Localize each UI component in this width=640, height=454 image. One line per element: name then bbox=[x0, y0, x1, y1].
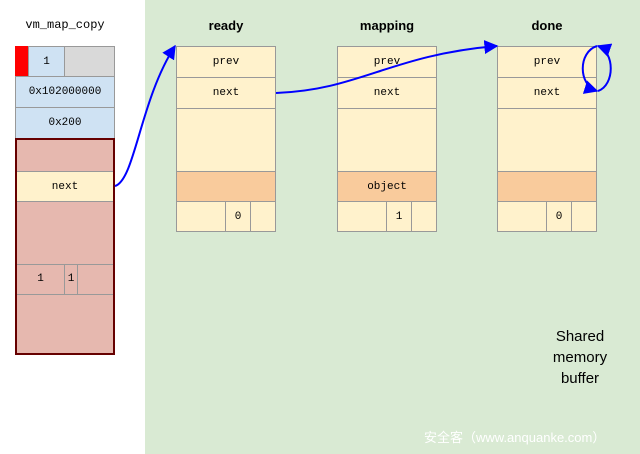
shared-label-line: memory bbox=[552, 349, 608, 366]
index-value: 1 bbox=[387, 202, 412, 231]
vm-map-copy-padding bbox=[64, 46, 115, 77]
body-row-divider bbox=[17, 294, 113, 295]
vm-map-copy-next-field: next bbox=[17, 171, 113, 202]
small-value-cell: 1 bbox=[65, 264, 78, 294]
watermark-text: 安全客（www.anquanke.com） bbox=[424, 430, 606, 445]
arrow-ready-next-to-done bbox=[275, 40, 499, 94]
index-value: 0 bbox=[547, 202, 572, 231]
buffer-header-ready: ready bbox=[208, 18, 244, 33]
object-field: object bbox=[338, 171, 436, 202]
index-cell-left bbox=[338, 202, 387, 231]
vm-map-copy-size-field: 0x200 bbox=[15, 107, 115, 139]
prev-field: prev bbox=[498, 47, 596, 78]
prev-field: prev bbox=[338, 47, 436, 78]
object-field bbox=[177, 171, 275, 202]
shared-label-line: Shared bbox=[555, 328, 605, 345]
buffer-header-mapping: mapping bbox=[359, 18, 415, 33]
buffer-mapping: prev next object 1 bbox=[337, 46, 437, 232]
body-row-divider bbox=[17, 264, 113, 265]
type-marker bbox=[15, 46, 28, 77]
object-field bbox=[498, 171, 596, 202]
prev-field: prev bbox=[177, 47, 275, 78]
vm-map-copy-title: vm_map_copy bbox=[25, 18, 105, 32]
vm-map-copy-offset-field: 0x102000000 bbox=[15, 76, 115, 108]
next-field: next bbox=[177, 78, 275, 109]
arrow-done-self-loop bbox=[581, 45, 599, 94]
index-cell-left bbox=[498, 202, 547, 231]
index-cell-left bbox=[177, 202, 226, 231]
next-field: next bbox=[338, 78, 436, 109]
shared-memory-label: Shared memory buffer bbox=[530, 326, 630, 389]
small-value-cell: 1 bbox=[17, 264, 65, 294]
buffer-header-done: done bbox=[531, 18, 563, 33]
shared-label-line: buffer bbox=[560, 370, 600, 387]
index-value: 0 bbox=[226, 202, 251, 231]
buffer-ready: prev next 0 bbox=[176, 46, 276, 232]
buffer-done: prev next 0 bbox=[497, 46, 597, 232]
next-field: next bbox=[498, 78, 596, 109]
arrow-done-self-loop-return bbox=[596, 43, 613, 92]
arrow-copy-next-to-ready bbox=[114, 44, 176, 187]
